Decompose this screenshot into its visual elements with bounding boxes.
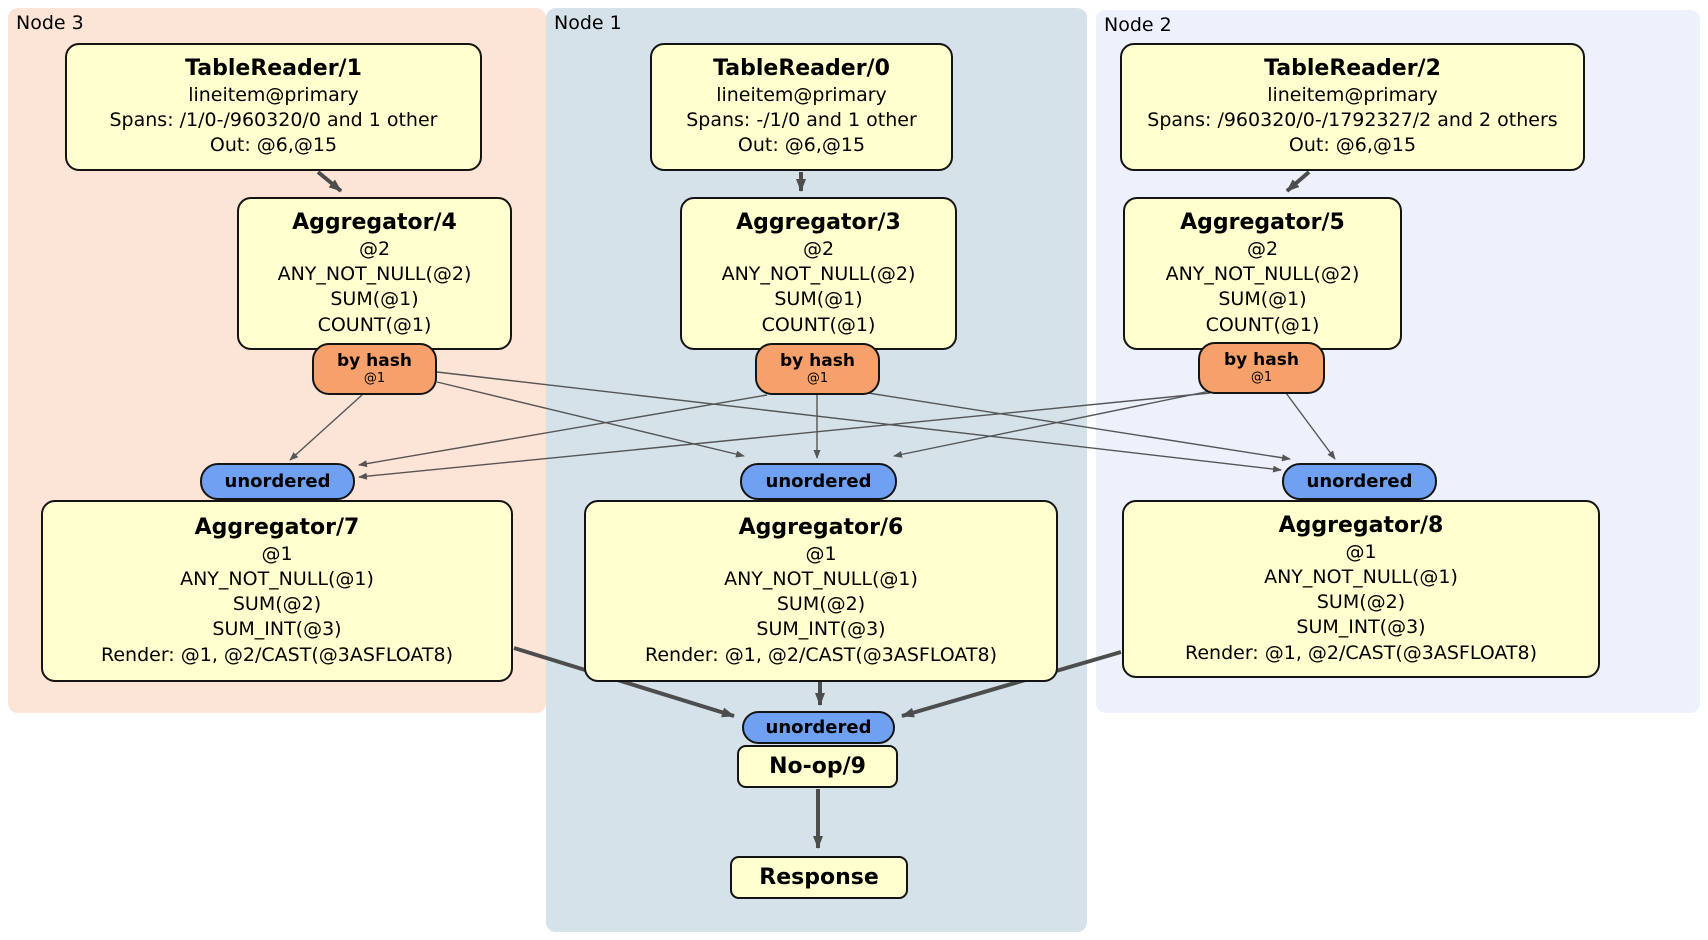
aggregator-5-box: Aggregator/5 @2 ANY_NOT_NULL(@2) SUM(@1)… xyxy=(1123,197,1402,350)
box-line: Out: @6,@15 xyxy=(1288,134,1417,157)
aggregator-7-box: Aggregator/7 @1 ANY_NOT_NULL(@1) SUM(@2)… xyxy=(41,500,513,682)
by-hash-pill-3: by hash @1 xyxy=(755,343,880,395)
box-line: COUNT(@1) xyxy=(317,313,432,336)
node1-label: Node 1 xyxy=(554,12,622,34)
tablereader-1-box: TableReader/1 lineitem@primary Spans: /1… xyxy=(65,43,482,171)
box-title: Response xyxy=(759,864,879,890)
response-box: Response xyxy=(730,856,908,899)
tablereader-2-box: TableReader/2 lineitem@primary Spans: /9… xyxy=(1120,43,1585,171)
box-line: Spans: /960320/0-/1792327/2 and 2 others xyxy=(1147,109,1558,132)
tablereader-0-box: TableReader/0 lineitem@primary Spans: -/… xyxy=(650,43,953,171)
box-line: lineitem@primary xyxy=(188,83,359,106)
box-line: @2 xyxy=(358,237,391,260)
box-line: Spans: -/1/0 and 1 other xyxy=(686,109,917,132)
box-line: COUNT(@1) xyxy=(761,313,876,336)
by-hash-pill-5: by hash @1 xyxy=(1198,342,1325,394)
box-line: SUM_INT(@3) xyxy=(756,618,886,641)
box-title: TableReader/1 xyxy=(185,56,362,82)
box-title: No-op/9 xyxy=(769,753,866,779)
box-line: Render: @1, @2/CAST(@3ASFLOAT8) xyxy=(645,643,997,666)
box-line: ANY_NOT_NULL(@1) xyxy=(1264,565,1458,588)
box-line: Render: @1, @2/CAST(@3ASFLOAT8) xyxy=(101,643,453,666)
aggregator-3-box: Aggregator/3 @2 ANY_NOT_NULL(@2) SUM(@1)… xyxy=(680,197,957,350)
pill-sublabel: @1 xyxy=(363,370,386,386)
box-line: @1 xyxy=(1345,540,1377,563)
box-line: ANY_NOT_NULL(@1) xyxy=(724,567,918,590)
unordered-pill-6: unordered xyxy=(740,463,897,500)
box-line: @2 xyxy=(1246,237,1279,260)
unordered-pill-8: unordered xyxy=(1282,463,1437,500)
noop-box: No-op/9 xyxy=(737,745,898,788)
by-hash-pill-4: by hash @1 xyxy=(312,343,437,395)
pill-label: by hash xyxy=(337,350,412,371)
pill-sublabel: @1 xyxy=(1250,369,1273,385)
box-title: Aggregator/6 xyxy=(738,515,904,541)
pill-label: unordered xyxy=(224,470,331,492)
box-title: Aggregator/7 xyxy=(194,515,360,541)
node3-label: Node 3 xyxy=(16,12,84,34)
box-line: Spans: /1/0-/960320/0 and 1 other xyxy=(109,109,438,132)
box-line: @2 xyxy=(802,237,835,260)
box-line: Out: @6,@15 xyxy=(209,134,338,157)
pill-sublabel: @1 xyxy=(806,370,829,386)
box-line: SUM(@1) xyxy=(774,288,863,311)
box-line: SUM(@2) xyxy=(1316,591,1406,614)
unordered-pill-7: unordered xyxy=(200,463,355,500)
box-title: Aggregator/8 xyxy=(1278,513,1444,539)
pill-label: unordered xyxy=(1306,470,1413,492)
box-line: lineitem@primary xyxy=(716,83,887,106)
box-line: SUM(@2) xyxy=(776,593,866,616)
box-line: SUM_INT(@3) xyxy=(1296,616,1426,639)
box-line: @1 xyxy=(261,542,293,565)
node2-label: Node 2 xyxy=(1104,14,1172,36)
aggregator-8-box: Aggregator/8 @1 ANY_NOT_NULL(@1) SUM(@2)… xyxy=(1122,500,1600,678)
box-title: Aggregator/3 xyxy=(736,210,901,236)
box-line: SUM_INT(@3) xyxy=(212,618,342,641)
box-line: ANY_NOT_NULL(@1) xyxy=(180,567,374,590)
box-line: lineitem@primary xyxy=(1267,83,1438,106)
box-line: SUM(@2) xyxy=(232,593,322,616)
aggregator-6-box: Aggregator/6 @1 ANY_NOT_NULL(@1) SUM(@2)… xyxy=(584,500,1058,682)
box-line: ANY_NOT_NULL(@2) xyxy=(1165,262,1360,285)
box-title: TableReader/0 xyxy=(713,56,890,82)
box-line: @1 xyxy=(805,542,837,565)
box-line: ANY_NOT_NULL(@2) xyxy=(277,262,472,285)
pill-label: by hash xyxy=(780,350,855,371)
unordered-pill-final: unordered xyxy=(742,711,895,744)
box-line: Out: @6,@15 xyxy=(737,134,866,157)
box-title: Aggregator/5 xyxy=(1180,210,1345,236)
box-line: COUNT(@1) xyxy=(1205,313,1320,336)
box-line: SUM(@1) xyxy=(330,288,419,311)
aggregator-4-box: Aggregator/4 @2 ANY_NOT_NULL(@2) SUM(@1)… xyxy=(237,197,512,350)
box-line: ANY_NOT_NULL(@2) xyxy=(721,262,916,285)
box-title: TableReader/2 xyxy=(1264,56,1441,82)
box-line: Render: @1, @2/CAST(@3ASFLOAT8) xyxy=(1185,641,1537,664)
pill-label: by hash xyxy=(1224,349,1299,370)
box-title: Aggregator/4 xyxy=(292,210,457,236)
box-line: SUM(@1) xyxy=(1218,288,1307,311)
pill-label: unordered xyxy=(765,470,872,492)
pill-label: unordered xyxy=(765,716,872,738)
